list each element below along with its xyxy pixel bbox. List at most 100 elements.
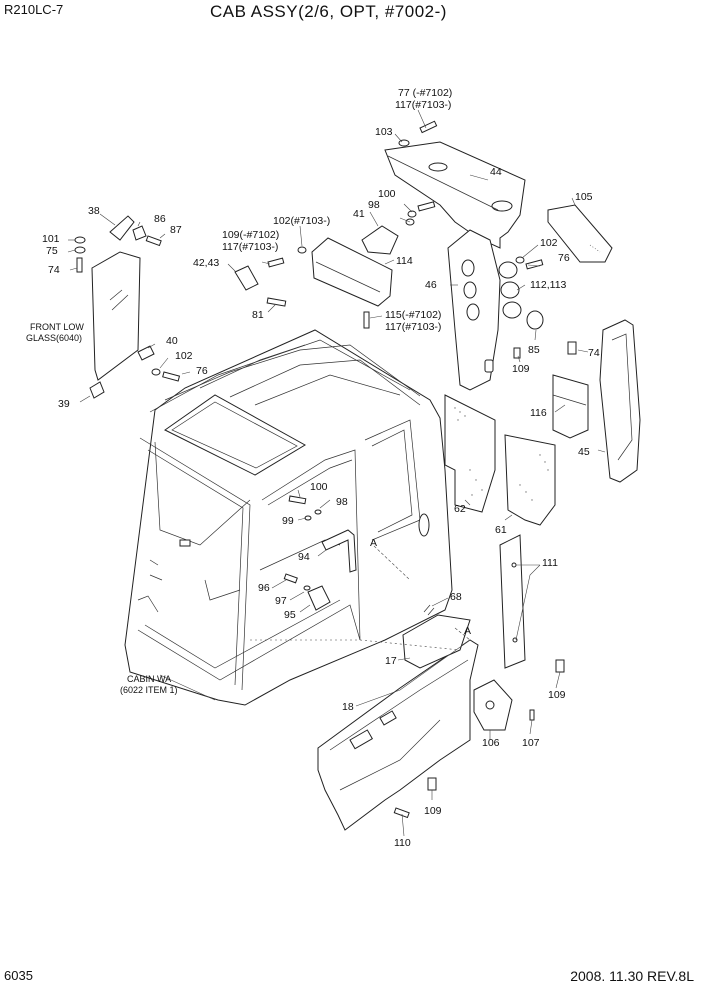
callout-99: 99 (282, 515, 294, 527)
washer-102b (515, 256, 525, 264)
stopper-39 (89, 381, 105, 399)
callout-61: 61 (495, 524, 507, 536)
callout-94: 94 (298, 551, 310, 563)
mat-61-texture (519, 454, 549, 501)
callout-116: 116 (530, 407, 547, 419)
cabin-frame (124, 329, 453, 706)
clip-86 (132, 225, 147, 241)
callout-110: 110 (394, 837, 411, 849)
callout-46: 46 (425, 279, 437, 291)
callout-102c: 102 (175, 350, 193, 362)
revision-label: 2008. 11.30 REV.8L (570, 968, 694, 984)
callout-95: 95 (284, 609, 296, 621)
callout-96: 96 (258, 582, 270, 594)
callout-109d: 109 (424, 805, 442, 817)
callout-74a: 74 (48, 264, 60, 276)
callout-100b: 100 (310, 481, 328, 493)
callout-109b: 109 (512, 363, 530, 375)
callout-A1: A (370, 537, 377, 549)
washer-98b (314, 509, 322, 515)
bolt-74 (76, 257, 83, 273)
bolt-115 (363, 311, 370, 329)
model-label: R210LC-7 (4, 2, 64, 17)
bolt-81 (266, 297, 287, 307)
panel-18 (317, 639, 479, 831)
callout-101: 101 (42, 233, 60, 245)
callout-77: 77 (-#7102) (398, 87, 452, 99)
bolt-110 (393, 807, 410, 819)
front-low-glass-label: FRONT LOW (30, 322, 84, 332)
washer-97 (303, 585, 311, 591)
bracket-114 (311, 237, 393, 307)
cabin-wa-label: CABIN WA (127, 674, 171, 684)
washer-102a (297, 246, 307, 254)
washer-100a (407, 210, 417, 218)
callout-62: 62 (454, 503, 466, 515)
callout-75: 75 (46, 245, 58, 257)
mat-61 (504, 434, 556, 526)
grip-95 (307, 585, 331, 611)
cabin-wa-ref: (6022 ITEM 1) (120, 685, 178, 695)
callout-115: 115(-#7102) (385, 309, 441, 321)
washer-103 (398, 139, 410, 147)
callout-102b: 102 (540, 237, 558, 249)
callout-98a: 98 (368, 199, 380, 211)
callout-100a: 100 (378, 188, 396, 200)
callout-85: 85 (528, 344, 540, 356)
bolt-77 (419, 120, 438, 134)
bolt-76a (525, 259, 544, 270)
cover-111 (499, 534, 526, 669)
bolt-74b (567, 341, 577, 355)
callout-76a: 76 (558, 252, 570, 264)
callout-39: 39 (58, 398, 70, 410)
callout-76b: 76 (196, 365, 208, 377)
stopper-40 (137, 345, 155, 361)
front-low-glass (91, 251, 141, 381)
callout-68: 68 (450, 591, 462, 603)
callout-114: 114 (396, 255, 413, 267)
bolt-100b (288, 495, 307, 505)
callout-106: 106 (482, 737, 500, 749)
callout-40: 40 (166, 335, 178, 347)
page-number: 6035 (4, 968, 33, 983)
bracket-116 (552, 374, 589, 439)
callout-97: 97 (275, 595, 287, 607)
washer-102c (151, 368, 161, 376)
bolt-96 (283, 573, 298, 584)
page-title: CAB ASSY(2/6, OPT, #7002-) (210, 2, 447, 21)
callout-107: 107 (522, 737, 540, 749)
mat-62-texture (454, 407, 483, 496)
bolt-76b (162, 371, 181, 382)
leader-lines (67, 109, 606, 837)
callout-117b: 117(#7103-) (222, 241, 278, 253)
callout-102a: 102(#7103-) (273, 215, 330, 227)
bolt-87 (145, 235, 162, 247)
callout-112-113: 112,113 (530, 279, 567, 291)
callout-103: 103 (375, 126, 393, 138)
callout-117a: 117(#7103-) (395, 99, 451, 111)
washer-75 (74, 246, 86, 254)
console-44 (384, 141, 526, 249)
callout-42-43: 42,43 (193, 257, 219, 269)
bracket-38 (109, 215, 135, 241)
callout-18: 18 (342, 701, 354, 713)
callout-A2: A (464, 625, 471, 637)
bolt-109d (427, 777, 437, 791)
callout-81: 81 (252, 309, 264, 321)
callout-17: 17 (385, 655, 397, 667)
callout-74b: 74 (588, 347, 600, 359)
callout-86: 86 (154, 213, 166, 225)
bolt-107 (529, 709, 535, 721)
panel-45 (599, 319, 641, 483)
bolt-109b (513, 347, 521, 359)
callout-111: 111 (542, 557, 558, 569)
callout-109a: 109(-#7102) (222, 229, 279, 241)
plate-4243 (234, 265, 259, 291)
bolt-109c (555, 659, 565, 673)
callout-38: 38 (88, 205, 100, 217)
bolt-109a (267, 257, 285, 268)
callout-109c: 109 (548, 689, 566, 701)
callout-98b: 98 (336, 496, 348, 508)
callout-labels: 77 (-#7102) 117(#7103-) 103 44 100 98 41… (26, 87, 600, 849)
